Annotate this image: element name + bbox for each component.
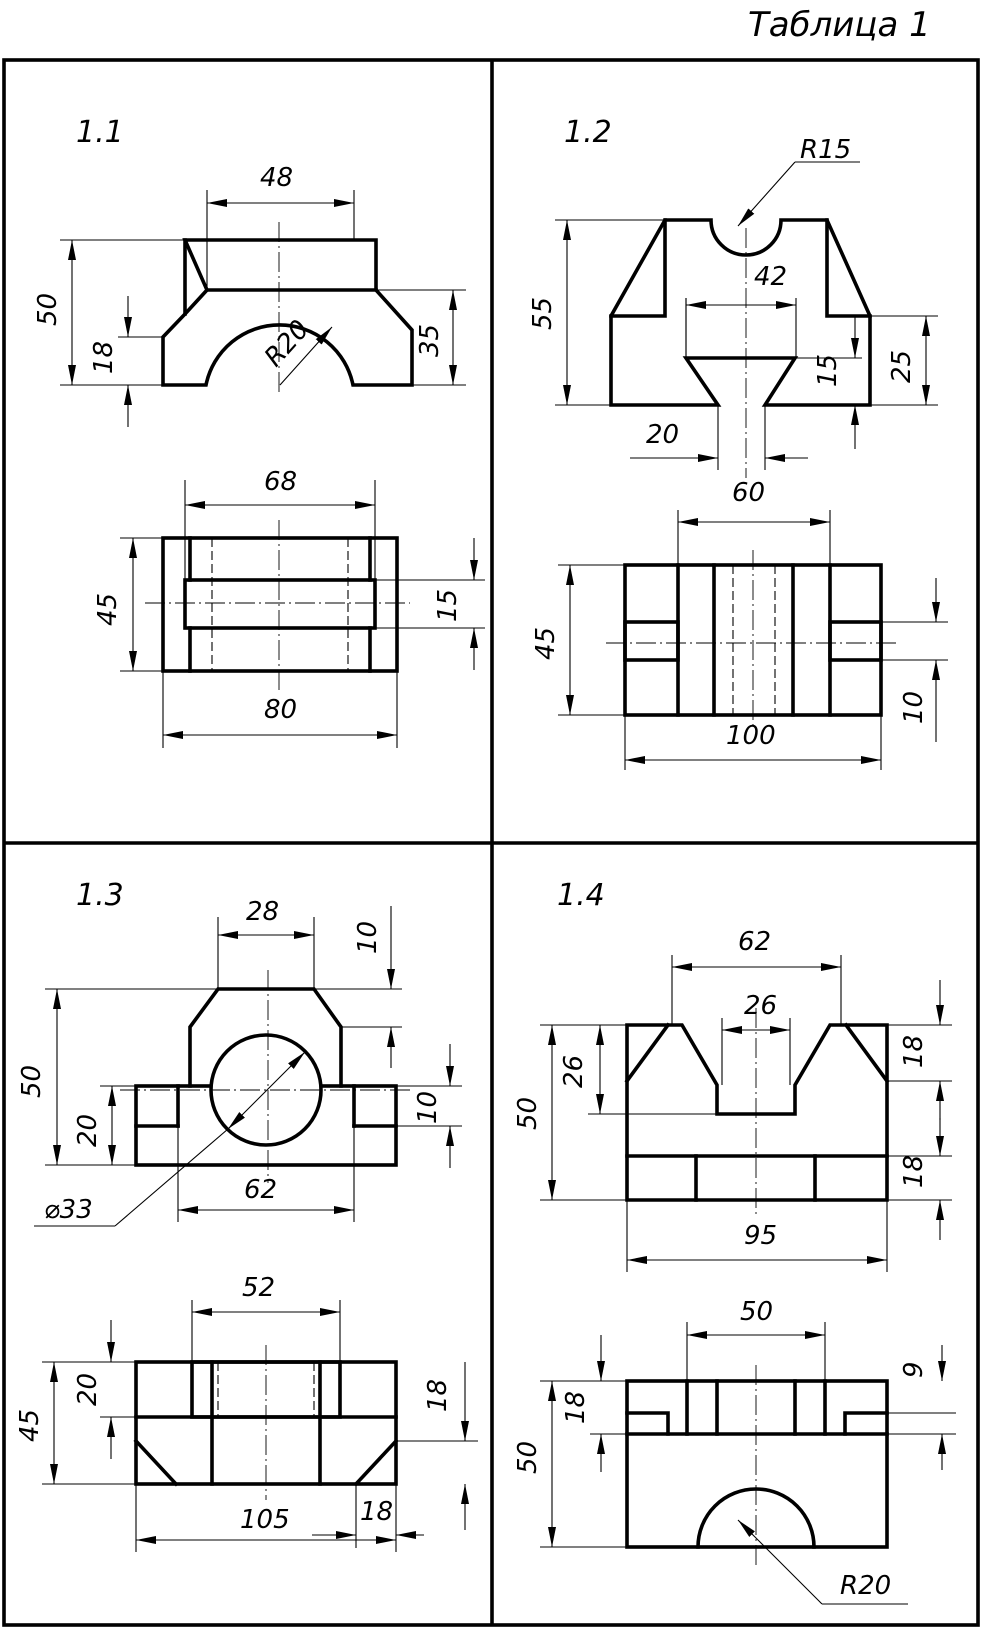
dimension-label: 18 [423, 1379, 453, 1412]
front-view-1-1 [161, 222, 414, 393]
dimension-label: R20 [840, 1571, 891, 1601]
dimension-label: 18 [899, 1155, 929, 1188]
dimension-label: 25 [887, 350, 917, 383]
dimension-label: 68 [264, 467, 297, 497]
dimension-label: 15 [433, 589, 463, 622]
dimension-label: 20 [646, 420, 679, 450]
dimension-label: 45 [531, 627, 561, 660]
dimension-label: R20 [259, 315, 316, 373]
dimension-label: 20 [73, 1373, 103, 1406]
dimensions-1-1: 48 50 18 R20 35 68 45 [33, 163, 485, 748]
dimension-label: 15 [813, 354, 843, 387]
dimension-label: 50 [740, 1297, 773, 1327]
dimension-label: ⌀33 [44, 1195, 93, 1225]
panel-label-1-2: 1.2 [564, 115, 612, 150]
dimension-label: 18 [899, 1035, 929, 1068]
dimension-label: 10 [353, 921, 383, 954]
dimension-label: 45 [15, 1409, 45, 1442]
dimension-label: 52 [242, 1273, 275, 1303]
top-view-1-3 [133, 1345, 399, 1500]
dimension-label: 105 [240, 1505, 290, 1535]
dimension-label: 26 [744, 991, 777, 1021]
panel-label-1-3: 1.3 [76, 878, 124, 913]
dimension-label: 10 [413, 1091, 443, 1124]
front-view-1-4 [624, 1008, 890, 1215]
dimension-label: 60 [732, 478, 765, 508]
dimension-label: 50 [513, 1097, 543, 1130]
dimension-label: 62 [244, 1175, 277, 1205]
panel-1-3: 1.3 [15, 878, 478, 1552]
table-frame [2, 58, 980, 1627]
dimension-label: 45 [93, 593, 123, 626]
dimension-label: 100 [726, 721, 776, 751]
dimensions-1-4: 62 26 26 50 18 18 95 [513, 927, 956, 1605]
panel-label-1-1: 1.1 [76, 115, 124, 150]
dimension-label: 20 [73, 1114, 103, 1147]
dimension-label: 10 [899, 691, 929, 724]
dimension-label: 9 [899, 1361, 929, 1378]
top-view-1-4 [625, 1365, 889, 1565]
table-title: Таблица 1 [748, 5, 931, 45]
dimension-label: R15 [800, 135, 851, 165]
front-view-1-3 [120, 970, 412, 1183]
dimension-label: 62 [738, 927, 771, 957]
top-view-1-1 [145, 520, 410, 690]
dimension-label: 55 [528, 297, 558, 330]
dimension-label: 95 [744, 1221, 777, 1251]
dimension-label: 26 [559, 1055, 589, 1088]
dimension-label: 80 [264, 695, 297, 725]
top-view-1-2 [606, 550, 898, 730]
dimensions-1-3: 28 10 50 20 10 ⌀33 62 [15, 897, 478, 1552]
dimension-label: 48 [260, 163, 293, 193]
dimension-label: 18 [360, 1497, 393, 1527]
dimension-label: 50 [33, 293, 63, 326]
panel-1-1: 1.1 48 [33, 115, 485, 748]
dimension-label: 35 [415, 324, 445, 357]
panel-label-1-4: 1.4 [557, 878, 605, 913]
dimension-label: 18 [89, 341, 119, 374]
dimension-label: 28 [246, 897, 279, 927]
dimensions-1-2: R15 42 55 25 15 20 [528, 135, 948, 770]
dimension-label: 18 [561, 1391, 591, 1424]
dimension-label: 42 [754, 262, 787, 292]
dimension-label: 50 [513, 1441, 543, 1474]
dimension-label: 50 [17, 1065, 47, 1098]
panel-1-2: 1.2 R15 [528, 115, 948, 770]
panel-1-4: 1.4 62 [513, 878, 956, 1605]
